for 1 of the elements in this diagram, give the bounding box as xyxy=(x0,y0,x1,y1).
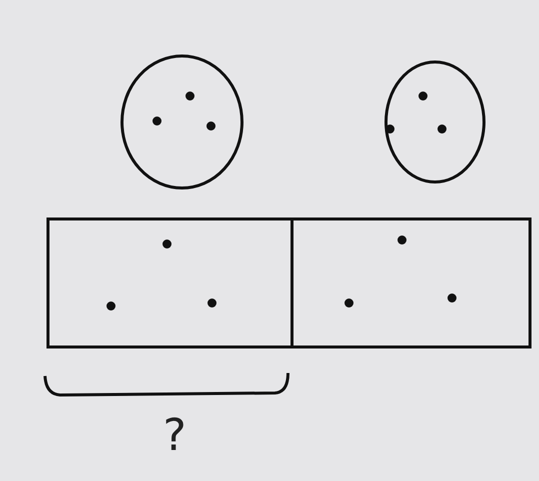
question-mark: ? xyxy=(163,414,186,458)
